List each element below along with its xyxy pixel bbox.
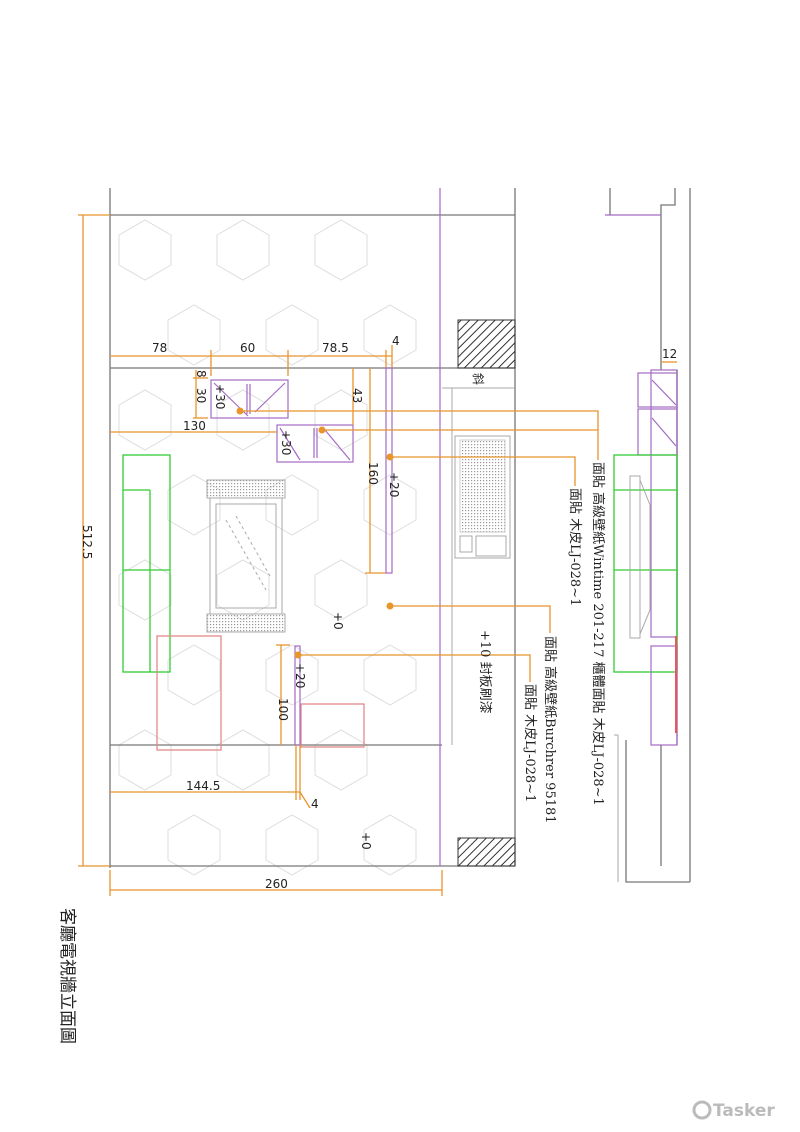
hex-tile bbox=[118, 389, 172, 451]
hex-tile bbox=[363, 474, 417, 536]
wall-outline bbox=[109, 188, 516, 868]
hex-tile bbox=[216, 219, 270, 281]
tv-unit bbox=[206, 479, 286, 633]
side-table-outline bbox=[300, 703, 365, 748]
drawing-title: 客廳電視牆立面圖 bbox=[57, 908, 77, 1044]
beam-hatch-bottom bbox=[457, 837, 516, 867]
svg-text:+30: +30 bbox=[279, 430, 293, 455]
vertical-panel: +20 bbox=[385, 367, 401, 574]
hex-tile bbox=[118, 219, 172, 281]
note-wallpaper-wintime: 面貼 高級壁紙Wintime 201-217 櫃體面貼 木皮LJ-028~1 bbox=[590, 462, 606, 806]
svg-text:30: 30 bbox=[194, 388, 208, 403]
svg-text:260: 260 bbox=[265, 877, 288, 891]
hex-tile bbox=[167, 304, 221, 366]
hex-tile bbox=[363, 814, 417, 876]
hex-tile bbox=[363, 644, 417, 706]
svg-text:+20: +20 bbox=[387, 472, 401, 497]
hex-tile bbox=[314, 219, 368, 281]
wall-cabinet-1: +30 bbox=[210, 379, 289, 419]
tasker-watermark: Tasker bbox=[692, 1100, 775, 1121]
svg-text:130: 130 bbox=[183, 419, 206, 433]
svg-text:+30: +30 bbox=[213, 384, 227, 409]
cabinet-dimensions: 8 30 130 43 160 bbox=[110, 368, 386, 574]
side-elevation: 12 bbox=[605, 188, 691, 883]
armchair-outline bbox=[156, 635, 222, 751]
svg-text:78: 78 bbox=[152, 341, 167, 355]
sofa-outline bbox=[122, 454, 171, 673]
note-veneer-2: 面貼 木皮LJ-028~1 bbox=[522, 684, 537, 802]
svg-text:160: 160 bbox=[366, 462, 380, 485]
hex-tile bbox=[363, 304, 417, 366]
floor-level: +0 bbox=[359, 832, 373, 850]
svg-text:4: 4 bbox=[311, 797, 319, 811]
svg-text:Tasker: Tasker bbox=[713, 1101, 775, 1121]
hex-tile bbox=[216, 729, 270, 791]
hex-tile bbox=[216, 559, 270, 621]
overall-dimensions: 512.5 260 bbox=[78, 214, 443, 896]
note-sealed-paint: +10 封板刷漆 bbox=[477, 630, 493, 714]
svg-text:12: 12 bbox=[662, 347, 677, 361]
svg-text:60: 60 bbox=[240, 341, 255, 355]
note-veneer-1: 面貼 木皮LJ-028~1 bbox=[567, 488, 582, 606]
hex-tile bbox=[167, 814, 221, 876]
hex-tile bbox=[167, 644, 221, 706]
hex-tile bbox=[265, 814, 319, 876]
slant-tag: 斜 bbox=[471, 373, 485, 385]
svg-text:144.5: 144.5 bbox=[186, 779, 220, 793]
leader-lines bbox=[236, 407, 599, 682]
svg-text:512.5: 512.5 bbox=[80, 525, 94, 559]
appliance-unit bbox=[454, 435, 511, 559]
hex-tile bbox=[216, 389, 270, 451]
beam-hatch-top bbox=[457, 319, 516, 369]
svg-text:100: 100 bbox=[276, 698, 290, 721]
wallpaper-hex-pattern bbox=[118, 219, 417, 876]
hex-tile bbox=[314, 559, 368, 621]
hex-tile bbox=[118, 729, 172, 791]
hex-tile bbox=[265, 644, 319, 706]
wall-level: +0 bbox=[331, 612, 345, 630]
svg-text:8: 8 bbox=[194, 370, 208, 378]
lower-panel: +20 100 144.5 4 bbox=[110, 644, 319, 811]
svg-text:43: 43 bbox=[350, 388, 364, 403]
svg-text:+20: +20 bbox=[293, 663, 307, 688]
note-wallpaper-burchrer: 面貼 高級壁紙Burchrer 95181 bbox=[542, 636, 558, 824]
hex-tile bbox=[314, 729, 368, 791]
top-dimensions: 78 60 78.5 4 bbox=[110, 334, 400, 376]
hex-tile bbox=[118, 559, 172, 621]
svg-text:4: 4 bbox=[392, 334, 400, 348]
svg-text:78.5: 78.5 bbox=[322, 341, 349, 355]
wall-cabinet-2: +30 bbox=[276, 424, 354, 463]
hex-tile bbox=[265, 304, 319, 366]
